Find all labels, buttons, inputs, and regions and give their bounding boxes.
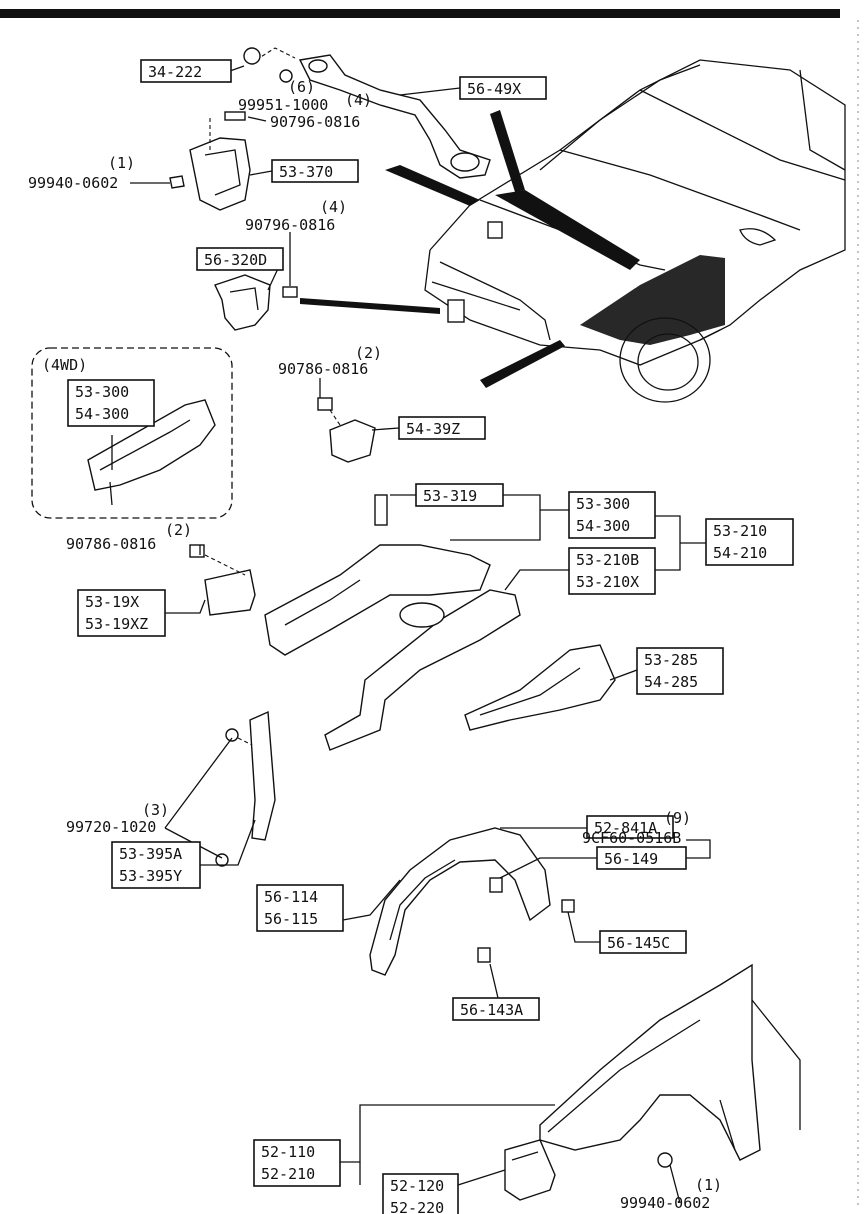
- label-54-300-b: 54-300: [576, 517, 630, 535]
- car-body-illustration: [300, 59, 846, 403]
- label-56-115: 56-115: [264, 910, 318, 928]
- label-99940-0602-a: 99940-0602: [28, 174, 118, 192]
- qty-9: (9): [664, 809, 691, 827]
- label-53-210: 53-210: [713, 522, 767, 540]
- label-54-210: 54-210: [713, 544, 767, 562]
- qty-2b: (2): [165, 521, 192, 539]
- label-56-320D: 56-320D: [204, 251, 267, 269]
- bracket-53-370-part: [169, 111, 251, 211]
- label-54-300-a: 54-300: [75, 405, 129, 423]
- bracket-53-395A-part: [215, 710, 276, 867]
- label-99940-0602-b: 99940-0602: [620, 1194, 710, 1212]
- label-53-285: 53-285: [644, 651, 698, 669]
- qty-3: (3): [142, 801, 169, 819]
- fender-part: [539, 963, 801, 1168]
- label-54-285: 54-285: [644, 673, 698, 691]
- leader-lines: [111, 65, 711, 1204]
- label-4wd: (4WD): [42, 356, 87, 374]
- bracket-52-120-part: [504, 1139, 556, 1201]
- 4wd-group-box: [31, 347, 233, 519]
- label-boxes: [67, 59, 794, 1214]
- qty-2a: (2): [355, 344, 382, 362]
- label-53-395Y: 53-395Y: [119, 867, 182, 885]
- label-90796-0816-b: 90796-0816: [245, 216, 335, 234]
- label-99720-1020: 99720-1020: [66, 818, 156, 836]
- label-90786-0816-a: 90786-0816: [278, 360, 368, 378]
- label-53-19X: 53-19X: [85, 593, 139, 611]
- label-90796-0816-a: 90796-0816: [270, 113, 360, 131]
- qty-4a: (4): [345, 91, 372, 109]
- label-52-120: 52-120: [390, 1177, 444, 1195]
- label-53-370: 53-370: [279, 163, 333, 181]
- qty-1a: (1): [108, 154, 135, 172]
- label-52-210: 52-210: [261, 1165, 315, 1183]
- label-53-300-b: 53-300: [576, 495, 630, 513]
- frame-rail-part: [264, 494, 521, 751]
- bracket-56-320D-part: [214, 274, 298, 331]
- top-rule: [0, 9, 840, 18]
- label-53-395A: 53-395A: [119, 845, 182, 863]
- label-52-110: 52-110: [261, 1143, 315, 1161]
- label-53-319: 53-319: [423, 487, 477, 505]
- label-90786-0816-b: 90786-0816: [66, 535, 156, 553]
- inner-fender-part: [369, 827, 575, 976]
- strut-bar-part: [243, 47, 491, 179]
- label-53-210X: 53-210X: [576, 573, 639, 591]
- label-53-210B: 53-210B: [576, 551, 639, 569]
- text-labels: 34-222 56-49X (6) 99951-1000 (4) 90796-0…: [28, 63, 767, 1214]
- label-56-149: 56-149: [604, 850, 658, 868]
- label-52-841A: 52-841A: [594, 819, 657, 837]
- label-56-145C: 56-145C: [607, 934, 670, 952]
- panel-53-285-part: [464, 644, 616, 731]
- label-56-49X: 56-49X: [467, 80, 521, 98]
- label-9CF60-0516B: 9CF60-0516B: [582, 829, 681, 847]
- label-53-19XZ: 53-19XZ: [85, 615, 148, 633]
- label-99951-1000: 99951-1000: [238, 96, 328, 114]
- label-52-220: 52-220: [390, 1199, 444, 1214]
- 4wd-frame-part: [87, 399, 216, 506]
- label-56-114: 56-114: [264, 888, 318, 906]
- label-53-300-a: 53-300: [75, 383, 129, 401]
- bracket-54-39Z-part: [317, 397, 376, 463]
- qty-4b: (4): [320, 198, 347, 216]
- bracket-53-19X-part: [189, 544, 256, 616]
- qty-6: (6): [288, 78, 315, 96]
- label-34-222: 34-222: [148, 63, 202, 81]
- qty-1b: (1): [695, 1176, 722, 1194]
- label-54-39Z: 54-39Z: [406, 420, 460, 438]
- label-56-143A: 56-143A: [460, 1001, 523, 1019]
